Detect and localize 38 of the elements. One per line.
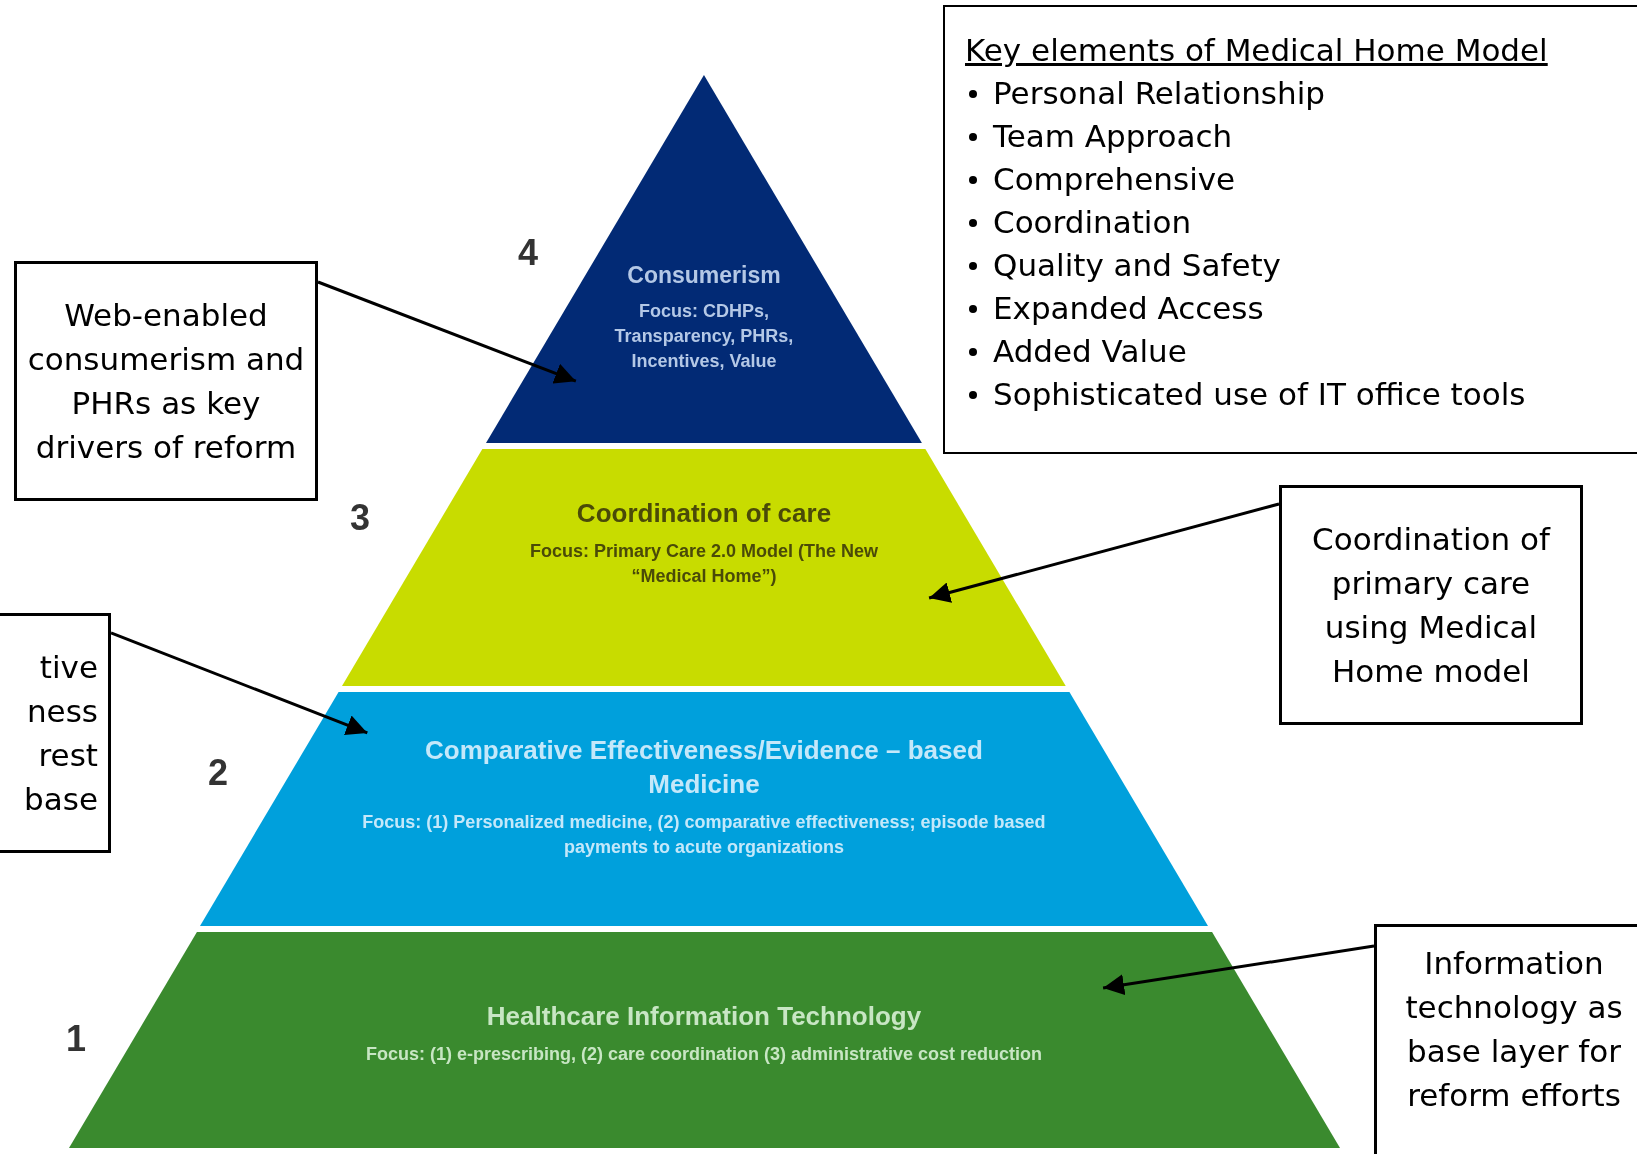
panel-heading: Key elements of Medical Home Model <box>965 31 1548 70</box>
list-item: Quality and Safety <box>993 247 1281 283</box>
tier-number: 3 <box>350 497 371 539</box>
list-item: Team Approach <box>993 118 1233 154</box>
callout-box <box>0 613 111 853</box>
callout-box <box>1279 485 1583 725</box>
callout-text: Web-enabled consumerism and PHRs as key drivers of reform <box>27 296 305 467</box>
tier-focus-text: Focus: CDHPs, Transparency, PHRs, Incentives, Value <box>613 299 795 374</box>
tier-focus-text: Focus: Primary Care 2.0 Model (The New “Medical Home”) <box>528 539 880 588</box>
arrow <box>317 280 577 384</box>
key-elements-panel <box>943 5 1637 454</box>
list-item: Added Value <box>993 333 1187 369</box>
arrow <box>1102 944 1375 996</box>
tier-heading: Consumerism <box>627 261 781 290</box>
tier-heading: Healthcare Information Technology <box>486 1000 922 1033</box>
tier-number: 1 <box>66 1018 87 1060</box>
callout-text: Coordination of primary care using Medical Home model <box>1311 520 1552 691</box>
tier-heading: Coordination of care <box>576 497 832 530</box>
list-item: Comprehensive <box>993 161 1236 197</box>
list-item: Personal Relationship <box>993 75 1325 111</box>
callout-box <box>14 261 318 501</box>
tier-heading: Comparative Effectiveness/Evidence – based Medicine <box>424 734 984 801</box>
list-item: Coordination <box>993 204 1192 240</box>
arrow <box>110 631 368 736</box>
pyramid-tier <box>199 692 1208 926</box>
tier-focus-text: Focus: (1) e-prescribing, (2) care coordination (3) administrative cost reduction <box>365 1042 1043 1066</box>
tier-number: 2 <box>208 752 229 794</box>
tier-number: 4 <box>518 232 539 274</box>
pyramid-tier <box>68 932 1340 1148</box>
callout-box <box>1374 924 1637 1154</box>
list-item: Expanded Access <box>993 290 1264 326</box>
pyramid-tier <box>486 75 922 443</box>
arrow <box>928 502 1280 603</box>
list-item: Sophisticated use of IT office tools <box>993 376 1526 412</box>
callout-text: tive ness rest base <box>23 648 98 819</box>
tier-focus-text: Focus: (1) Personalized medicine, (2) comparative effectiveness; episode based payments to acute organizations <box>361 810 1047 859</box>
callout-text: Information technology as base layer for reform efforts <box>1404 944 1624 1115</box>
pyramid-tier <box>342 449 1066 686</box>
